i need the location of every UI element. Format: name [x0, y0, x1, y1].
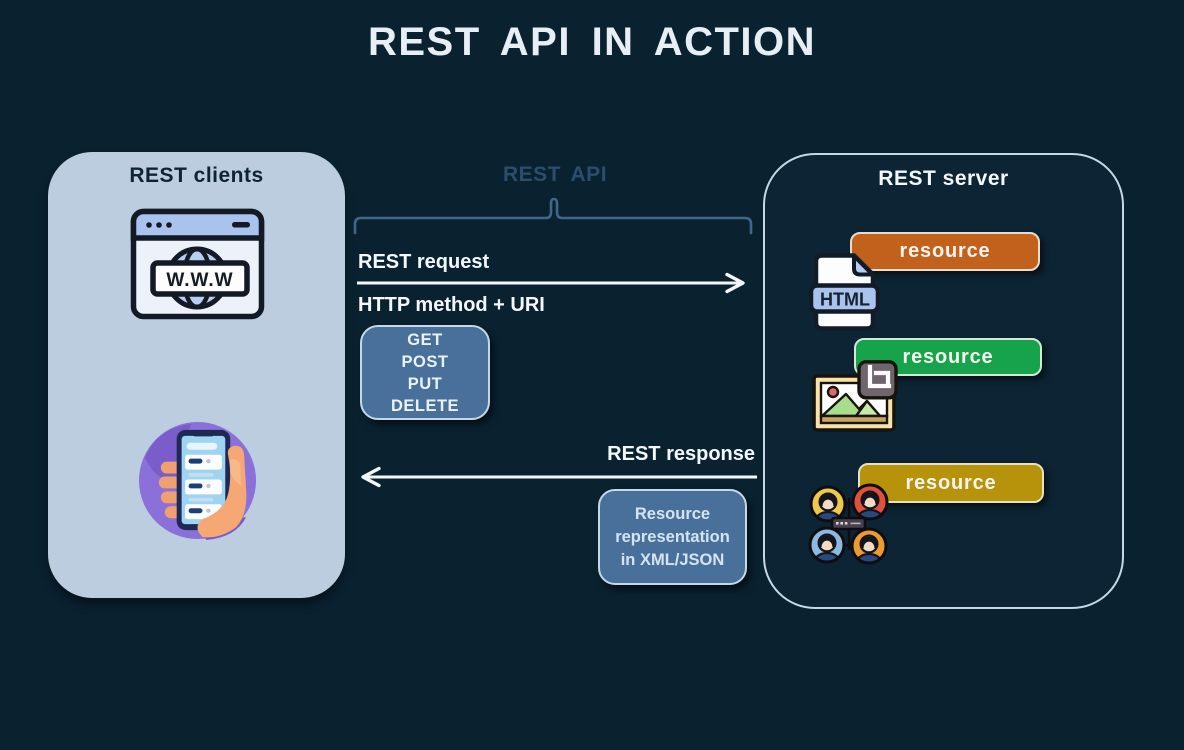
- html-file-svg: HTML: [808, 253, 881, 331]
- response-payload-box: Resource representation in XML/JSON: [598, 489, 747, 585]
- rest-server-label: REST server: [878, 167, 1009, 190]
- payload-line-1: Resource: [634, 504, 711, 523]
- phone-in-hand-svg: [138, 421, 257, 541]
- rest-request-label: REST request: [358, 251, 490, 273]
- resource-label: resource: [899, 240, 991, 262]
- rest-api-label: REST API: [502, 163, 608, 186]
- rest-server-panel: REST server resource HTML resource: [763, 153, 1124, 609]
- rest-response-label: REST response: [607, 443, 755, 465]
- http-methods-box: GET POST PUT DELETE: [360, 325, 490, 420]
- api-bracket: [353, 197, 753, 235]
- rest-clients-label: REST clients: [129, 164, 264, 187]
- method-delete: DELETE: [390, 396, 460, 415]
- method-get: GET: [407, 330, 443, 349]
- payload-line-3: in XML/JSON: [620, 550, 725, 569]
- browser-www-text: W.W.W: [166, 270, 233, 291]
- method-post: POST: [401, 352, 449, 371]
- resource-label: resource: [905, 471, 997, 494]
- image-crop-svg: [812, 360, 898, 432]
- phone-in-hand-icon: [137, 420, 258, 541]
- resource-box-users: resource: [858, 463, 1044, 503]
- method-put: PUT: [407, 374, 443, 393]
- browser-www-icon: W.W.W: [130, 208, 265, 320]
- response-arrow: [361, 466, 757, 488]
- request-arrow: [357, 272, 745, 294]
- resource-box-html: resource: [850, 232, 1040, 271]
- image-crop-icon: [812, 360, 900, 432]
- browser-www-svg: W.W.W: [130, 208, 265, 320]
- users-network-icon: [802, 477, 897, 572]
- html-file-icon: HTML: [808, 252, 881, 332]
- network-hub: [830, 516, 867, 531]
- user-avatar-blue: [810, 528, 844, 562]
- resource-label: resource: [902, 345, 994, 368]
- http-method-uri-label: HTTP method + URI: [358, 294, 545, 316]
- payload-line-2: representation: [615, 527, 730, 546]
- diagram-title: REST API IN ACTION: [367, 20, 817, 64]
- rest-clients-panel: REST clients W.W.W: [48, 152, 345, 598]
- html-icon-text: HTML: [820, 290, 870, 310]
- users-network-svg: [808, 483, 889, 565]
